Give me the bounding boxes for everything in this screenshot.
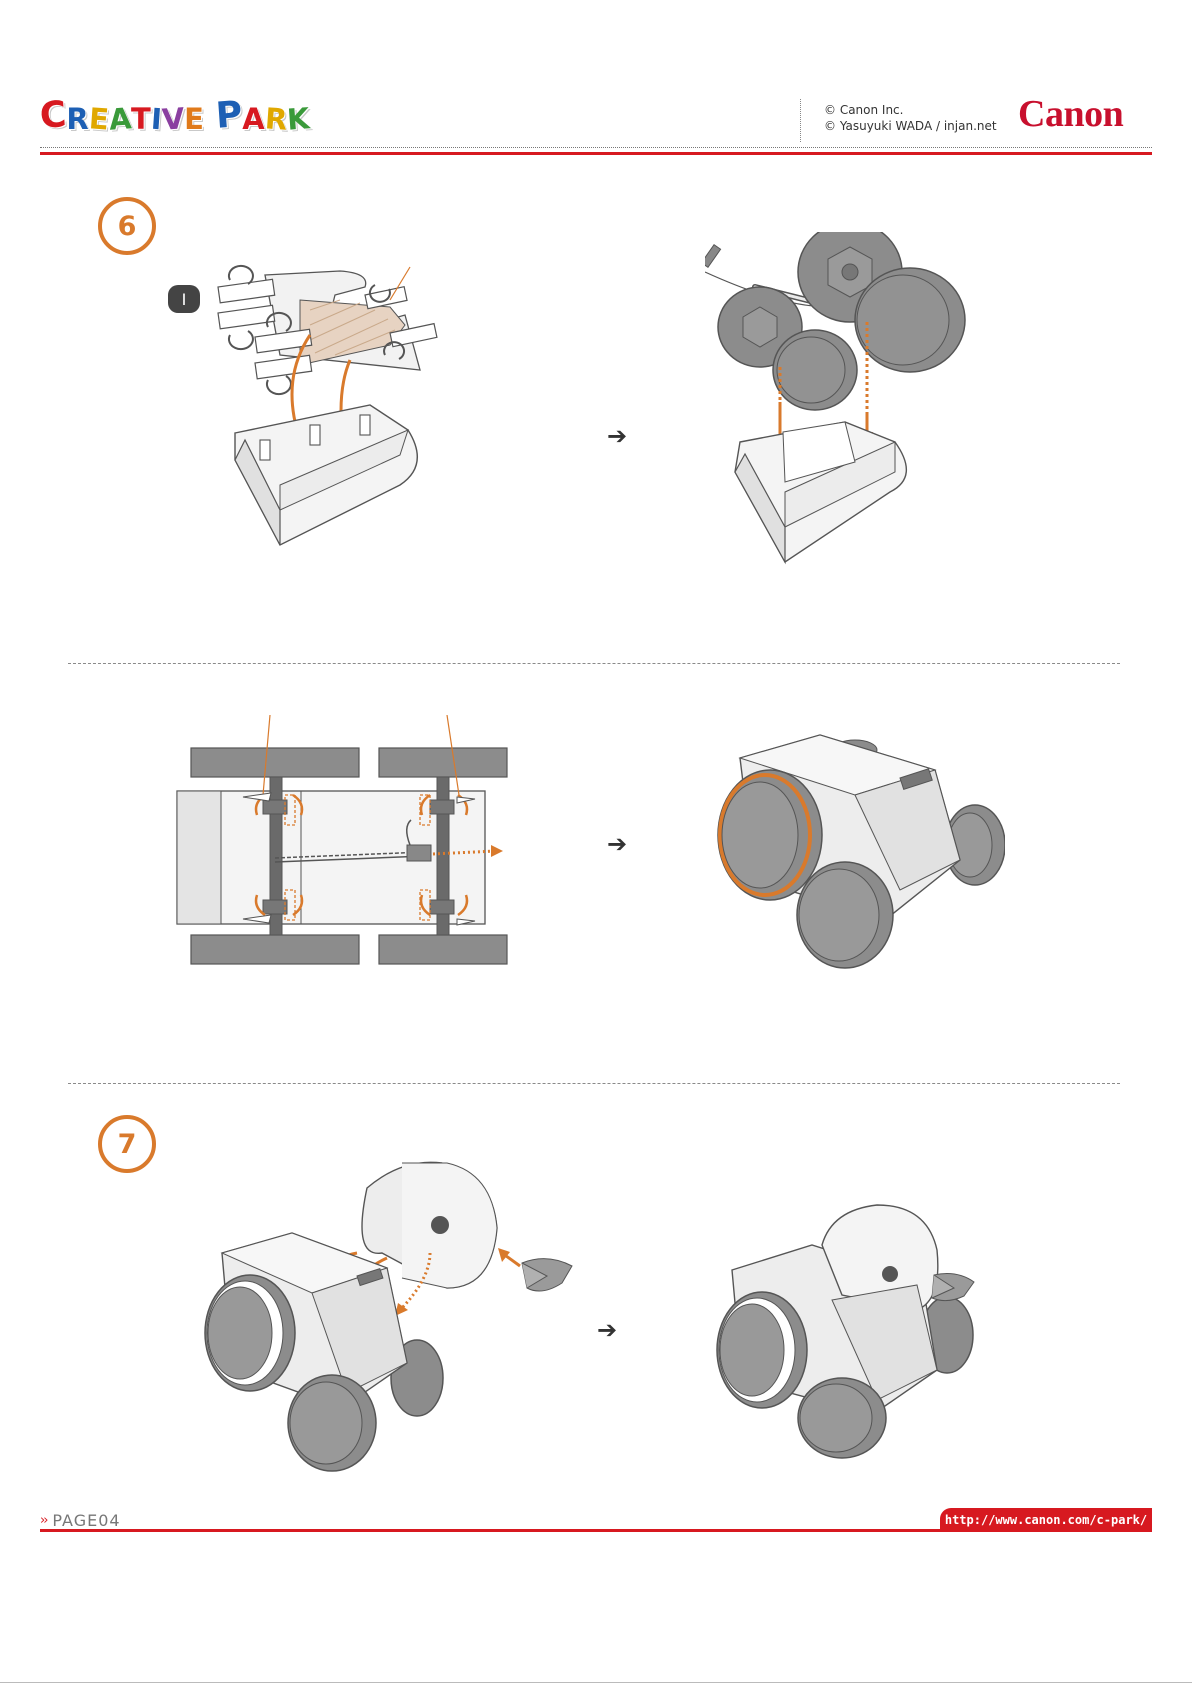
header-red-rule: [40, 152, 1152, 155]
canon-park-url-link[interactable]: http://www.canon.com/c-park/: [940, 1508, 1152, 1532]
logo-letter: E: [88, 104, 110, 134]
logo-letter: A: [242, 105, 264, 134]
logo-letter: K: [286, 104, 310, 134]
svg-text:I: I: [182, 290, 187, 309]
logo-letter: R: [66, 105, 88, 134]
next-arrow-icon: ➔: [607, 830, 627, 858]
fold-into-base-illustration: I: [160, 255, 450, 565]
copyright-block: © Canon Inc. © Yasuyuki WADA / injan.net: [824, 102, 997, 134]
header-separator: [800, 99, 801, 142]
logo-letter: C: [39, 97, 68, 135]
step-number-7: 7: [98, 1115, 156, 1173]
logo-letter: E: [184, 105, 204, 134]
page-bottom-rule: [0, 1682, 1192, 1683]
attach-head-illustration: [202, 1158, 582, 1483]
chevron-right-icon: ››: [40, 1513, 46, 1528]
section-divider: [68, 663, 1120, 664]
next-arrow-icon: ➔: [607, 422, 627, 450]
logo-letter: A: [108, 104, 132, 134]
sub-step-marker: I: [168, 285, 200, 313]
completed-duck-car-illustration: [712, 1200, 982, 1460]
page-indicator: ›› PAGE04: [40, 1511, 121, 1530]
copyright-author: © Yasuyuki WADA / injan.net: [824, 118, 997, 134]
assembled-car-illustration: [715, 730, 1005, 975]
canon-logo: Canon: [1018, 92, 1123, 136]
logo-letter: T: [131, 105, 151, 134]
section-divider: [68, 1083, 1120, 1084]
page-label: PAGE04: [52, 1511, 120, 1530]
step-number-6: 6: [98, 197, 156, 255]
attach-wheels-illustration: [705, 232, 975, 572]
underside-tie-illustration: [175, 715, 515, 970]
logo-letter: P: [215, 97, 244, 135]
logo-letter: V: [161, 104, 185, 134]
header-dotted-rule: [40, 147, 1152, 148]
next-arrow-icon: ➔: [597, 1316, 617, 1344]
copyright-canon: © Canon Inc.: [824, 102, 997, 118]
logo-letter: R: [264, 104, 288, 134]
